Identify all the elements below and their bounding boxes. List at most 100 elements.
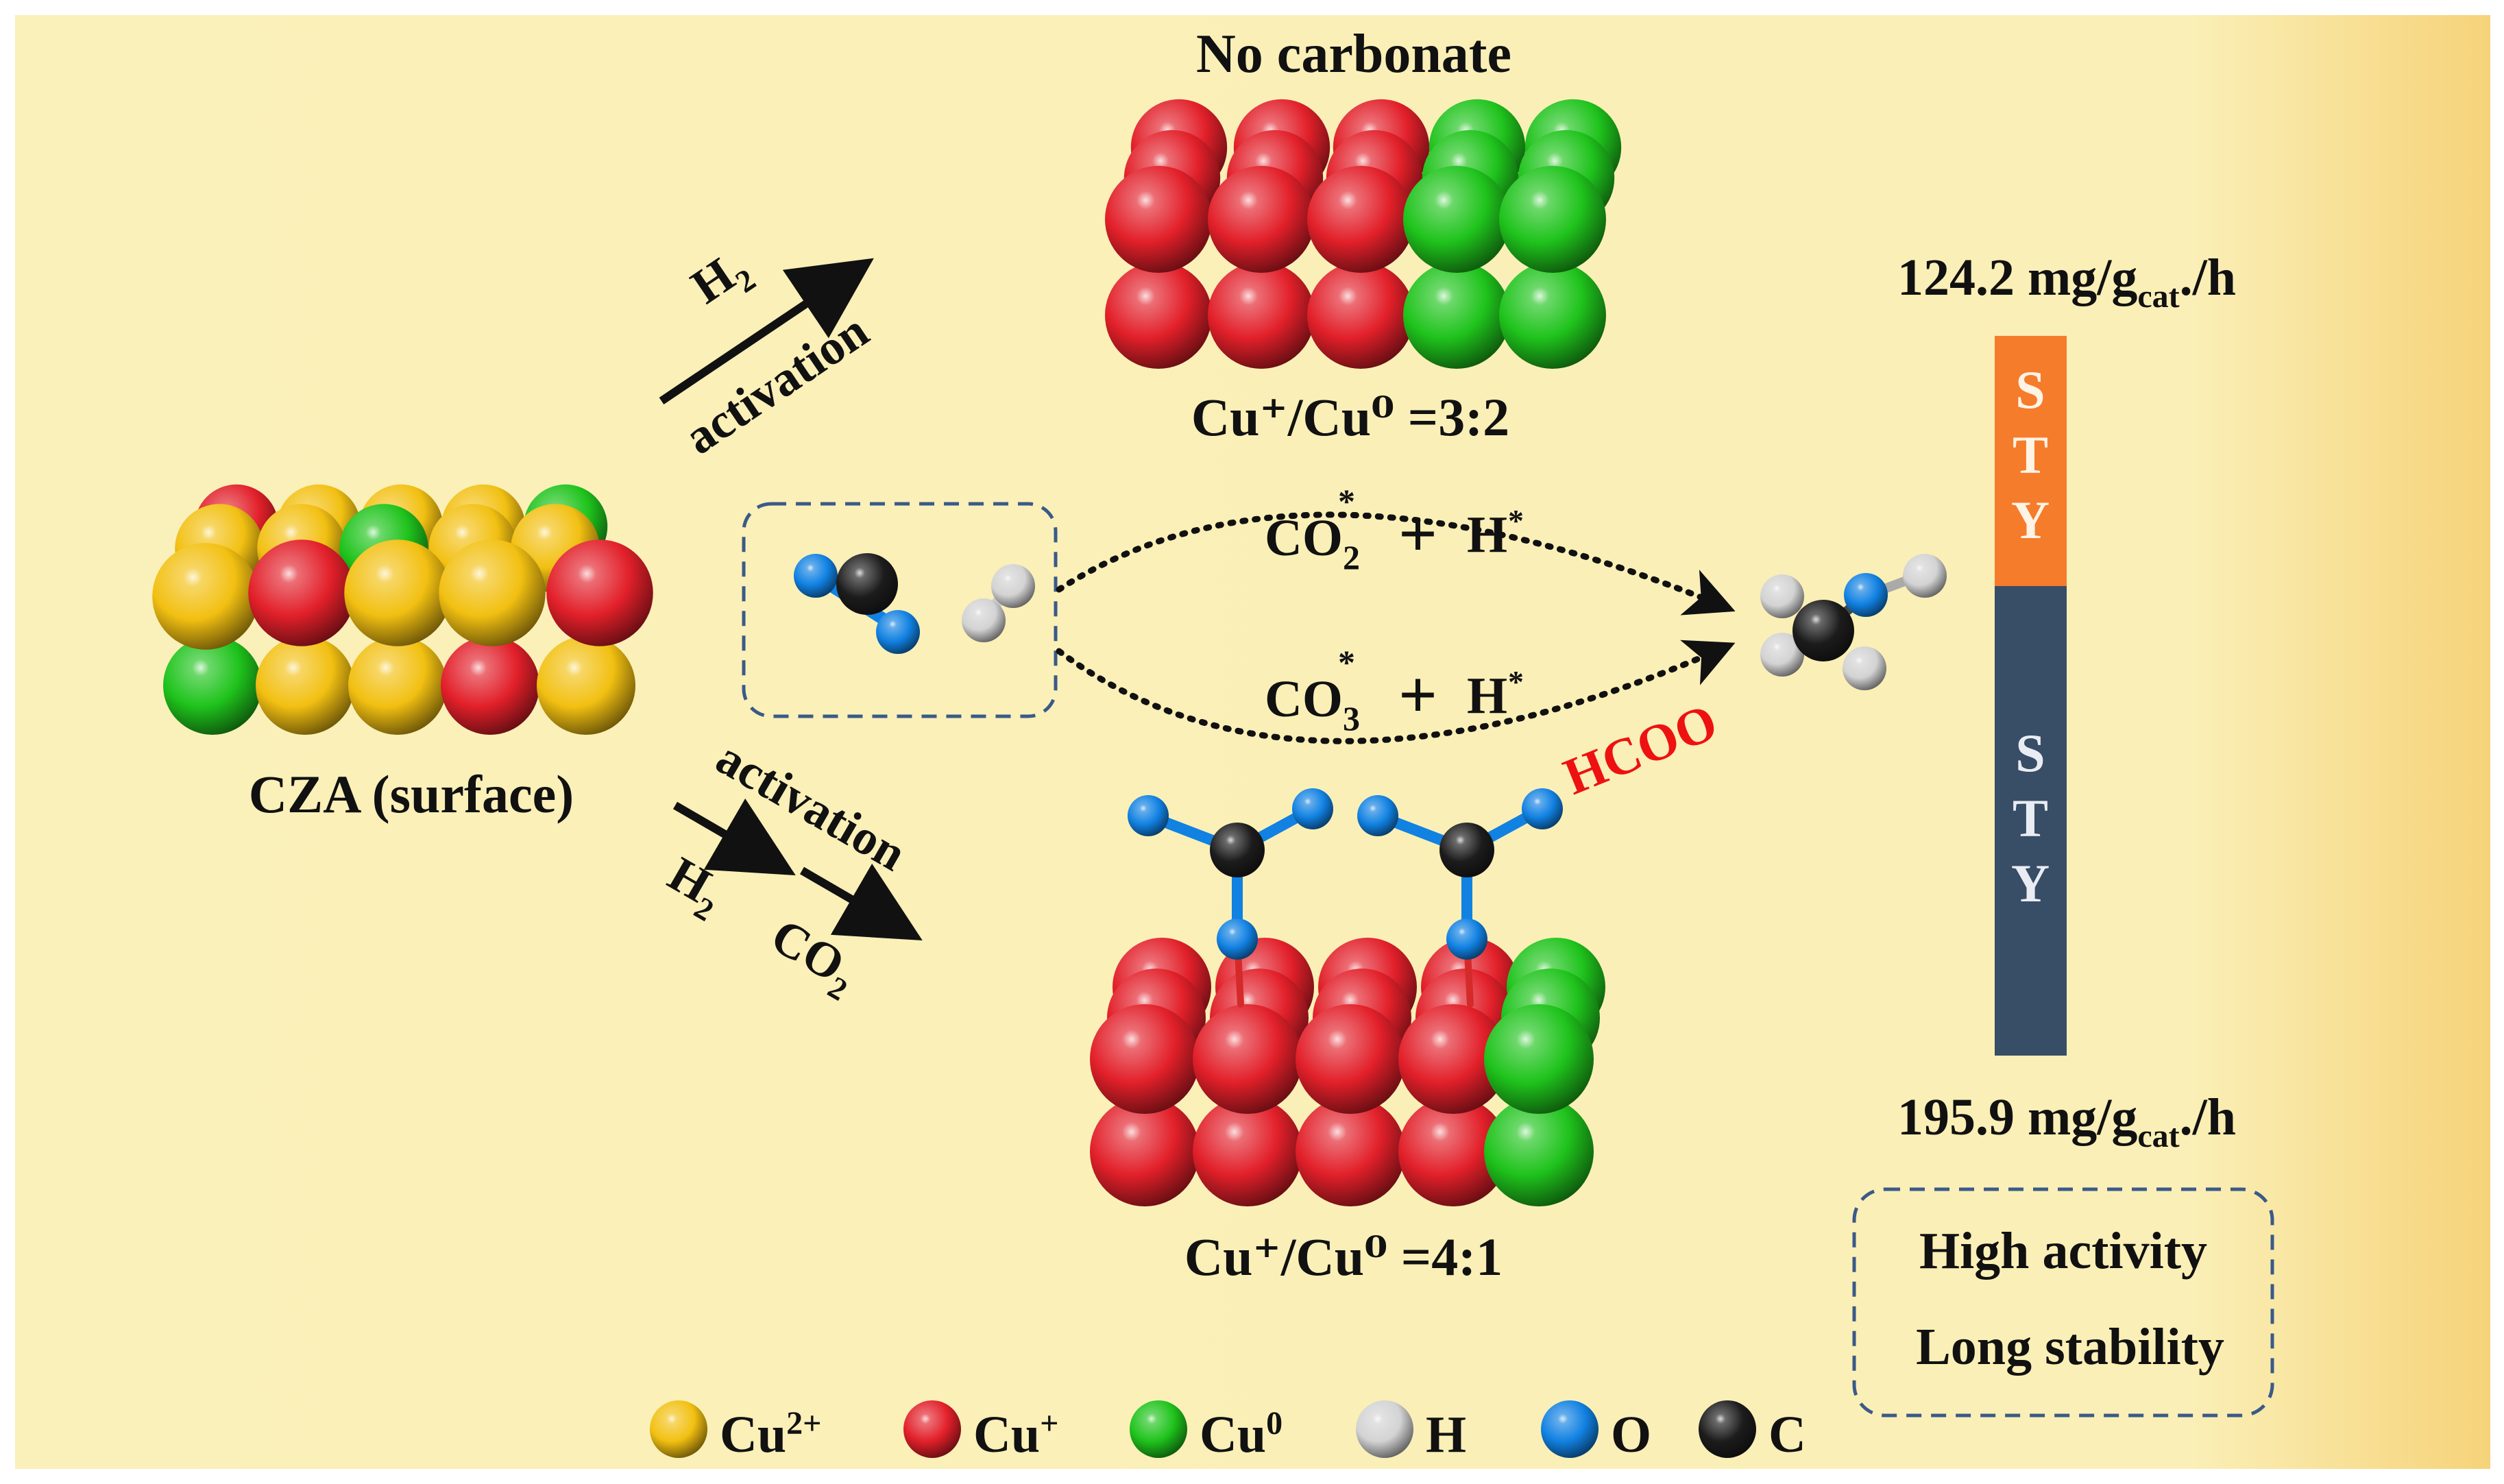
oxygen-atom	[1357, 795, 1398, 836]
oxygen-atom	[1217, 919, 1258, 960]
cu0-atom	[1484, 1097, 1594, 1206]
cu0-atom	[1484, 1004, 1594, 1114]
hydrogen-atom	[991, 564, 1035, 608]
cu1-atom	[1398, 1004, 1508, 1114]
sty-bar-bottom-letters: S T Y	[2011, 723, 2050, 913]
cu1-atom	[1193, 1097, 1302, 1206]
svg-text:CO2: CO2	[1265, 509, 1360, 576]
cza-surface-label: CZA (surface)	[249, 764, 574, 824]
cu1-atom	[1105, 166, 1212, 273]
cu1-atom	[1296, 1097, 1405, 1206]
no-carbonate-surface	[1105, 99, 1622, 369]
oxygen-atom	[1522, 788, 1563, 829]
legend-swatch	[1356, 1400, 1413, 1458]
legend-item-cu: Cu+	[903, 1400, 1059, 1463]
oxygen-atom	[794, 554, 838, 598]
legend-item-o: O	[1541, 1400, 1651, 1463]
cu2-atom	[344, 539, 451, 646]
oxygen-atom	[1128, 795, 1169, 836]
path-label-co2-h: CO2 * + H *	[1265, 482, 1524, 576]
carbonate-group	[1128, 788, 1333, 1008]
cu1-atom	[1208, 262, 1315, 369]
sty-top-value: 124.2 mg/gcat./h	[1897, 249, 2236, 315]
legend-label: Cu2+	[720, 1405, 822, 1463]
svg-text:Y: Y	[2011, 490, 2050, 550]
reaction-path-co2	[1056, 511, 1736, 616]
legend-item-cu0: Cu0	[1130, 1400, 1283, 1463]
legend-label: O	[1611, 1406, 1651, 1463]
legend-label: Cu0	[1200, 1405, 1283, 1463]
methanol-product	[1760, 554, 1947, 690]
cu1-atom	[1307, 166, 1414, 273]
reactant-molecules	[794, 553, 1035, 654]
cu2-atom	[152, 543, 259, 650]
svg-text:T: T	[2013, 425, 2048, 485]
cu1-atom	[1208, 166, 1315, 273]
svg-text:H: H	[1467, 506, 1507, 563]
cu1-atom	[1296, 1004, 1405, 1114]
legend-swatch	[1130, 1400, 1187, 1458]
cu0-atom	[1499, 262, 1606, 369]
reactant-box	[742, 502, 1058, 718]
cu1-atom	[1193, 1004, 1302, 1114]
cu1-atom	[441, 636, 539, 735]
legend-swatch	[1541, 1400, 1599, 1458]
cu1-atom	[1090, 1004, 1200, 1114]
sty-bottom-value: 195.9 mg/gcat./h	[1897, 1088, 2236, 1154]
cu0-atom	[1403, 262, 1510, 369]
long-stability-label: Long stability	[1916, 1318, 2224, 1376]
svg-text:H: H	[1467, 667, 1507, 725]
sty-bar-bottom	[1995, 586, 2067, 1056]
oxygen-atom	[1844, 573, 1888, 617]
cu2-atom	[348, 636, 447, 735]
cu1-atom	[546, 539, 653, 646]
legend-item-c: C	[1699, 1400, 1806, 1463]
cza-surface-cluster	[152, 484, 653, 735]
cu1-atom	[248, 539, 355, 646]
cu0-atom	[1403, 166, 1510, 273]
svg-text:Y: Y	[2011, 853, 2050, 913]
hydrogen-atom	[1760, 574, 1804, 618]
legend: Cu2+ Cu+ Cu0 H O C	[650, 1400, 1806, 1463]
legend-label: H	[1426, 1406, 1466, 1463]
svg-text:*: *	[1508, 664, 1524, 699]
carbon-atom	[1210, 823, 1265, 877]
legend-label: Cu+	[973, 1405, 1059, 1463]
svg-text:CO3: CO3	[1265, 670, 1360, 738]
svg-text:S: S	[2015, 360, 2045, 419]
cu1-atom	[1307, 262, 1414, 369]
legend-label: C	[1768, 1406, 1806, 1463]
svg-text:+: +	[1398, 496, 1437, 572]
hydrogen-atom	[962, 598, 1006, 642]
legend-item-h: H	[1356, 1400, 1466, 1463]
cu0-atom	[1499, 166, 1606, 273]
sty-bar-top-letters: S T Y	[2011, 360, 2050, 550]
legend-swatch	[903, 1400, 961, 1458]
oxygen-atom	[876, 610, 920, 654]
cu2-atom	[537, 636, 635, 735]
reaction-path-co3	[1056, 640, 1736, 744]
svg-text:T: T	[2013, 788, 2048, 848]
carbonate-group	[1357, 788, 1563, 1008]
legend-swatch	[650, 1400, 707, 1458]
svg-text:*: *	[1508, 503, 1524, 538]
hydrogen-atom	[1760, 633, 1804, 677]
ratio-bottom-label: Cu⁺/Cu⁰ =4:1	[1184, 1227, 1503, 1287]
carbonate-surface	[1090, 788, 1605, 1206]
hydrogen-atom	[1843, 646, 1886, 690]
oxygen-atom	[1292, 788, 1333, 829]
high-activity-label: High activity	[1919, 1222, 2207, 1280]
svg-text:+: +	[1398, 657, 1437, 733]
hydrogen-atom	[1903, 554, 1947, 598]
oxygen-atom	[1446, 919, 1487, 960]
carbon-atom	[836, 553, 898, 615]
svg-text:*: *	[1338, 482, 1355, 520]
cu2-atom	[439, 539, 546, 646]
cu0-atom	[163, 636, 262, 735]
cu1-atom	[1105, 262, 1212, 369]
carbon-atom	[1792, 600, 1854, 661]
legend-swatch	[1699, 1400, 1756, 1458]
performance-box	[1852, 1187, 2274, 1418]
sty-bar-top	[1995, 336, 2067, 586]
carbon-atom	[1439, 823, 1494, 877]
